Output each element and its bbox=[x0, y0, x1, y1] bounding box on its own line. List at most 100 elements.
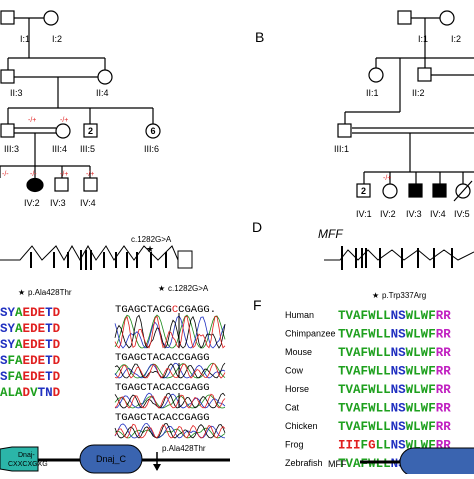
pedigree-a-I2-label: I:2 bbox=[52, 34, 62, 44]
dnaj-c-label: Dnaj_C bbox=[96, 454, 127, 464]
alignment-c-row-4: SFAEDETD bbox=[0, 370, 61, 384]
chromatogram-trace-3-3 bbox=[114, 423, 226, 439]
pedigree-a-I1-label: I:1 bbox=[20, 34, 30, 44]
gene-d-name: MFF bbox=[318, 227, 343, 241]
chromatogram-trace-3-1 bbox=[114, 422, 226, 439]
chromatogram-trace-2-1 bbox=[114, 392, 226, 409]
species-label-2: Mouse bbox=[285, 347, 312, 357]
alignment-f-star: ★ bbox=[372, 291, 379, 300]
pedigree-b-IV1-square bbox=[356, 183, 371, 198]
chromatogram-trace-0-2 bbox=[114, 314, 226, 349]
pedigree-a-III5-count: 2 bbox=[88, 126, 93, 136]
chromatogram-trace-1-3 bbox=[114, 363, 226, 379]
gene-a-variant-star: ★ bbox=[146, 244, 154, 254]
chromatogram-traces bbox=[114, 314, 226, 439]
pedigree-b-I1-square bbox=[397, 10, 412, 25]
pedigree-a-III4-circle bbox=[55, 123, 71, 139]
pedigree-b-I1-label: I:1 bbox=[418, 34, 428, 44]
pedigree-a-lines bbox=[0, 17, 154, 178]
pedigree-a-IV1-genotype: -/- bbox=[2, 171, 9, 178]
alignment-c-star: ★ bbox=[18, 288, 25, 297]
pedigree-b-IV5-deceased-slash bbox=[453, 180, 473, 202]
pedigree-a-III5-label: III:5 bbox=[80, 144, 95, 154]
domain-diagram-c: Dnaj- CXXCXGXG Dnaj_C p.Ala428Thr bbox=[0, 444, 230, 474]
pedigree-a-IV2-affected bbox=[26, 177, 44, 193]
alignment-c-cdna-change: c.1282G>A bbox=[168, 284, 209, 293]
alignment-f-row-2: TVAFWLLNSWLWFRR bbox=[338, 346, 451, 360]
pedigree-b-IV2-genotype: -/+ bbox=[383, 175, 391, 182]
domain-variant-label: p.Ala428Thr bbox=[162, 444, 206, 453]
species-label-8: Zebrafish bbox=[285, 458, 323, 468]
alignment-c-row-5: ALADVTND bbox=[0, 386, 61, 400]
alignment-c-row-1: SYAEDETD bbox=[0, 322, 61, 336]
chromatogram-trace-3-2 bbox=[114, 423, 226, 439]
pedigree-a-III6-circle bbox=[145, 123, 161, 139]
pedigree-a-IV2-genotype: -/- bbox=[30, 171, 37, 178]
species-label-3: Cow bbox=[285, 366, 304, 376]
pedigree-a-IV4-label: IV:4 bbox=[80, 198, 96, 208]
alignment-f-row-5: TVAFWLLNSWLWFRR bbox=[338, 402, 451, 416]
dnaj-label-1: Dnaj- bbox=[18, 452, 35, 459]
pedigree-b-II1-label: II:1 bbox=[366, 88, 379, 98]
pedigree-a-III4-label: III:4 bbox=[52, 144, 67, 154]
species-label-7: Frog bbox=[285, 440, 304, 450]
gene-d-structure bbox=[324, 246, 474, 270]
pedigree-b-II2-square bbox=[417, 67, 432, 82]
alignment-c-row-3: SFAEDETD bbox=[0, 354, 61, 368]
pedigree-a-I1-square bbox=[0, 10, 15, 25]
chromatogram-trace-0-0 bbox=[114, 314, 226, 349]
alignment-c-row-2: SYAEDETD bbox=[0, 338, 61, 352]
pedigree-b-III1-label: III:1 bbox=[334, 144, 349, 154]
pedigree-b-IV3-affected bbox=[408, 183, 423, 198]
pedigree-a-IV2-label: IV:2 bbox=[24, 198, 40, 208]
species-label-6: Chicken bbox=[285, 421, 318, 431]
pedigree-b-II1-circle bbox=[368, 67, 384, 83]
dnaj-label-2: CXXCXGXG bbox=[8, 461, 48, 468]
chromatogram-3-seq: TGAGCTACACCGAGG bbox=[115, 382, 210, 394]
alignment-c-sequences: SYAEDETDSYAEDETDSYAEDETDSFAEDETDSFAEDETD… bbox=[0, 306, 61, 400]
pedigree-a-IV3-square bbox=[54, 177, 69, 192]
pedigree-b-I2-circle bbox=[439, 10, 455, 26]
pedigree-a-III3-genotype: -/+ bbox=[28, 117, 36, 124]
pedigree-b-IV2-circle bbox=[382, 183, 398, 199]
domain-diagram-f: MFF bbox=[328, 447, 474, 477]
alignment-f-protein-change: p.Trp337Arg bbox=[382, 291, 426, 300]
pedigree-b-IV4-affected bbox=[432, 183, 447, 198]
mff-domain bbox=[399, 447, 474, 477]
alignment-f-row-0: TVAFWLLNSWLWFRR bbox=[338, 309, 451, 323]
chromatogram-2-seq: TGAGCTACACCGAGG bbox=[115, 352, 210, 364]
alignment-f-row-3: TVAFWLLNSWLWFRR bbox=[338, 365, 451, 379]
dnaj-c-domain bbox=[79, 444, 143, 474]
panel-f-label: F bbox=[253, 297, 262, 313]
alignment-c-cdna-star: ★ bbox=[158, 284, 165, 293]
pedigree-b-IV1-count: 2 bbox=[361, 186, 366, 196]
pedigree-a-II-square bbox=[0, 69, 15, 84]
pedigree-a-III6-count: 6 bbox=[150, 126, 155, 136]
pedigree-b-IV4-label: IV:4 bbox=[430, 209, 446, 219]
gene-a-variant-label: c.1282G>A bbox=[131, 235, 172, 244]
pedigree-a-III3-label: III:3 bbox=[4, 144, 19, 154]
pedigree-b-II2-label: II:2 bbox=[412, 88, 425, 98]
pedigree-b-III1-square bbox=[337, 123, 352, 138]
pedigree-a-IV4-square bbox=[83, 177, 98, 192]
pedigree-a-IV3-label: IV:3 bbox=[50, 198, 66, 208]
species-label-5: Cat bbox=[285, 403, 300, 413]
chromatogram-1-seq: TGAGCTACGCCGAGG. bbox=[115, 304, 216, 316]
gene-a-structure bbox=[0, 244, 193, 270]
alignment-f-row-6: TVAFWLLNSWLWFRR bbox=[338, 420, 451, 434]
pedigree-b-IV2-label: IV:2 bbox=[380, 209, 396, 219]
pedigree-a-III6-label: III:6 bbox=[144, 144, 159, 154]
panel-d-label: D bbox=[252, 219, 262, 235]
alignment-c-protein-change: p.Ala428Thr bbox=[28, 288, 72, 297]
chromatogram-trace-1-2 bbox=[114, 362, 226, 379]
alignment-f-row-7: IIIFGLLNSWLWFRR bbox=[338, 439, 451, 453]
pedigree-b-I2-label: I:2 bbox=[451, 34, 461, 44]
chromatogram-trace-0-3 bbox=[114, 315, 226, 349]
chromatogram-4-seq: TGAGCTACACCGAGG bbox=[115, 412, 210, 424]
pedigree-a-II4-circle bbox=[97, 69, 113, 85]
chromatogram-trace-2-3 bbox=[114, 393, 226, 409]
pedigree-a-III3-square bbox=[0, 123, 15, 138]
